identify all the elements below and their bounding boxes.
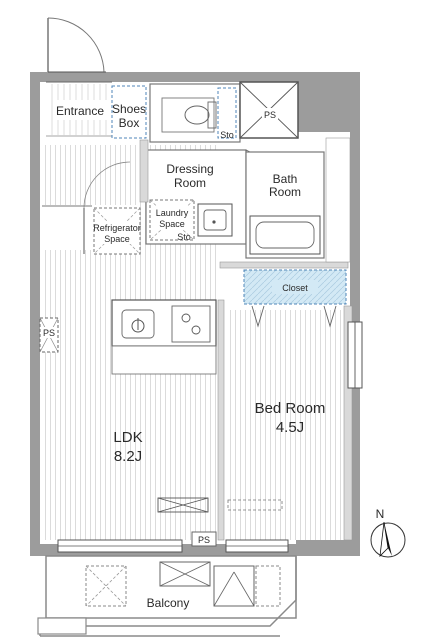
laundry-label-1: Laundry	[156, 208, 189, 218]
kitchen-counter	[111, 299, 217, 375]
balcony-area: Balcony	[37, 555, 297, 637]
shoes-box-label-2: Box	[119, 116, 140, 130]
laundry-space: Laundry Space Sto	[149, 199, 195, 242]
bath-room: Bath Room	[245, 151, 325, 259]
refrigerator-label-1: Refrigerator	[93, 223, 141, 233]
ps-shaft-left: PS	[39, 317, 59, 353]
south-fixtures: PS	[157, 497, 283, 547]
entrance-door[interactable]	[47, 17, 106, 73]
entrance-label: Entrance	[56, 104, 104, 118]
shoes-box: Shoes Box	[111, 85, 147, 139]
bedroom-window	[347, 321, 363, 389]
laundry-storage-label: Sto	[177, 232, 191, 242]
ps-top-label: PS	[264, 110, 276, 120]
refrigerator-space: Refrigerator Space	[93, 207, 141, 255]
bedroom-label-1: Bed Room	[255, 400, 326, 417]
closet: Closet	[243, 269, 347, 328]
dressing-room-label-2: Room	[174, 176, 206, 190]
toilet-storage	[217, 87, 237, 139]
ps-left-label: PS	[43, 328, 55, 338]
partition-walls	[139, 137, 353, 541]
toilet-storage-label: Sto	[220, 130, 234, 140]
bedroom-label-2: 4.5J	[276, 419, 304, 436]
ps-shaft-top: PS	[239, 81, 299, 139]
north-label: N	[376, 507, 385, 521]
shoes-box-label-1: Shoes	[112, 102, 146, 116]
bath-room-label-1: Bath	[273, 172, 298, 186]
refrigerator-label-2: Space	[104, 234, 130, 244]
entrance-area: Entrance	[46, 81, 112, 137]
south-windows	[57, 539, 289, 553]
hall-door[interactable]	[42, 161, 131, 254]
laundry-label-2: Space	[159, 219, 185, 229]
bath-room-label-2: Room	[269, 185, 301, 199]
dressing-room-label-1: Dressing	[166, 162, 213, 176]
ps-bottom-label: PS	[198, 535, 210, 545]
ldk-label-2: 8.2J	[114, 448, 142, 465]
closet-label: Closet	[282, 283, 308, 293]
balcony-label: Balcony	[147, 596, 190, 610]
ldk-label-1: LDK	[113, 429, 142, 446]
bedroom-floor	[226, 310, 344, 540]
compass: N	[370, 507, 406, 558]
toilet-room: Sto	[149, 83, 241, 143]
